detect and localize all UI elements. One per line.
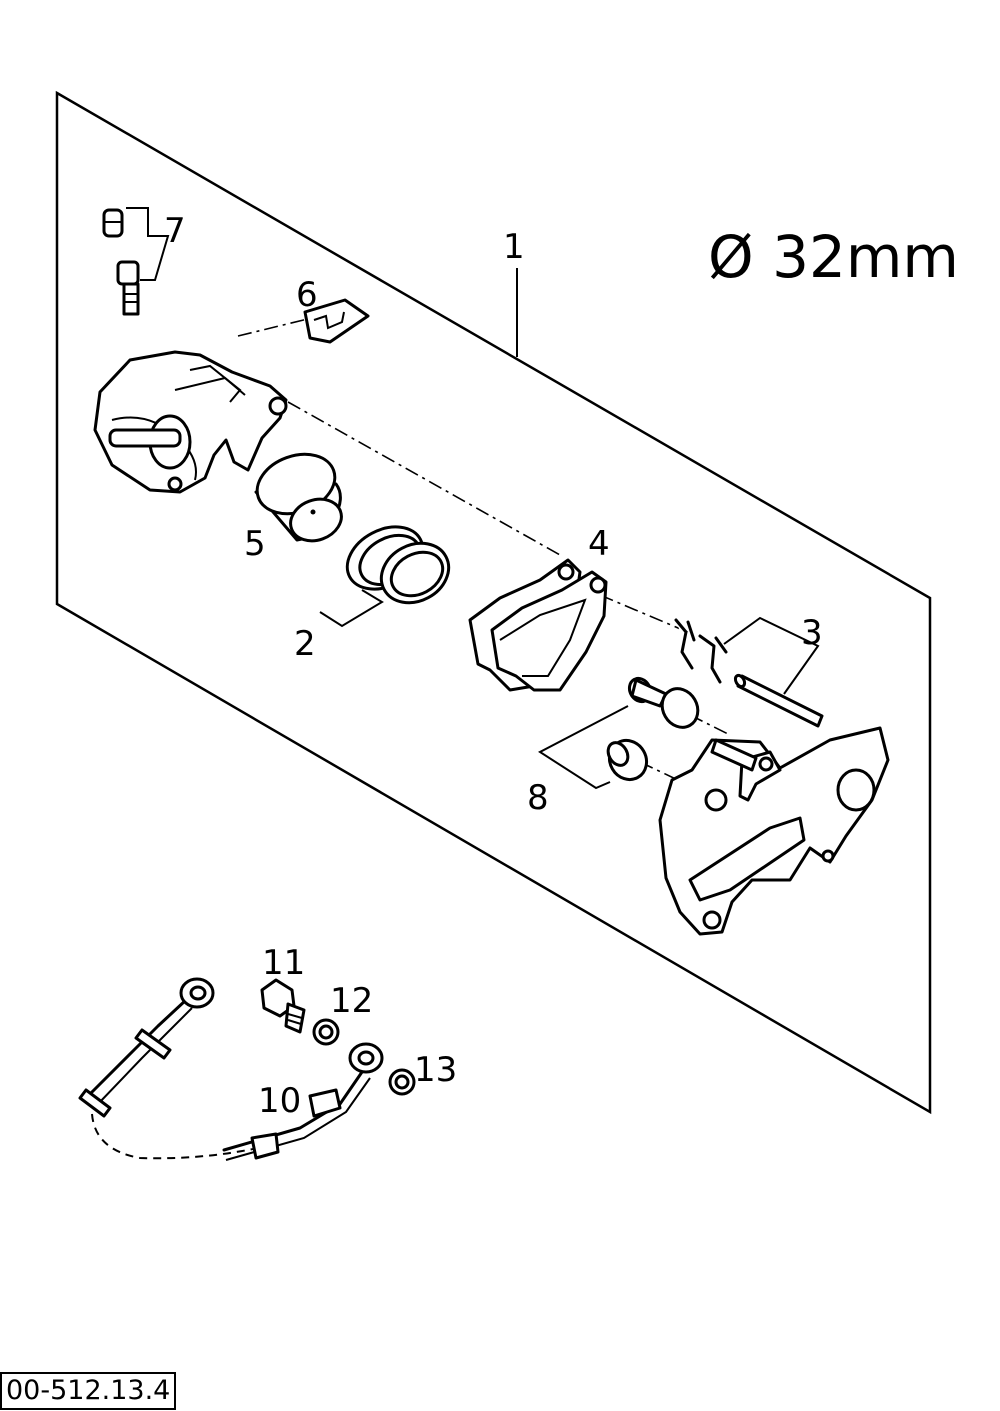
bleed-screw-cap (102, 208, 124, 238)
callout-7: 7 (164, 211, 186, 251)
callout-2: 2 (294, 624, 316, 664)
caliper-housing (93, 350, 288, 494)
bleed-screw (116, 260, 140, 316)
axis-line-main (287, 401, 561, 556)
banjo-bolt (260, 978, 306, 1034)
leader-2 (319, 589, 384, 628)
sealing-washer-12 (312, 1018, 340, 1046)
guide-bolt (627, 676, 700, 729)
axis-line-pad (599, 594, 691, 634)
leader-8 (538, 705, 629, 790)
leader-7 (126, 207, 170, 281)
pad-spring (303, 298, 370, 344)
callout-1: 1 (503, 227, 525, 267)
callout-8: 8 (527, 778, 549, 818)
callout-3: 3 (801, 613, 823, 653)
callout-12: 12 (330, 981, 373, 1021)
sealing-washer-13 (388, 1068, 416, 1096)
callout-13: 13 (414, 1050, 457, 1090)
brake-hose (78, 977, 384, 1161)
callout-11: 11 (262, 943, 305, 983)
callout-10: 10 (258, 1081, 301, 1121)
drawing-number: 00-512.13.4 (0, 1372, 177, 1410)
assembly-frame (55, 90, 932, 1115)
leader-3 (723, 616, 820, 695)
caliper-bracket (658, 726, 890, 936)
callout-5: 5 (244, 524, 266, 564)
brake-pad-front (490, 570, 608, 692)
dust-seal (379, 541, 451, 605)
callout-6: 6 (296, 275, 318, 315)
spec-label: Ø 32mm (708, 223, 959, 291)
retaining-clip-1 (674, 618, 696, 670)
guide-bushing (606, 738, 649, 782)
pad-pin (733, 673, 824, 728)
piston (254, 452, 343, 543)
retaining-clip-2 (698, 634, 728, 684)
callout-4: 4 (588, 524, 610, 564)
